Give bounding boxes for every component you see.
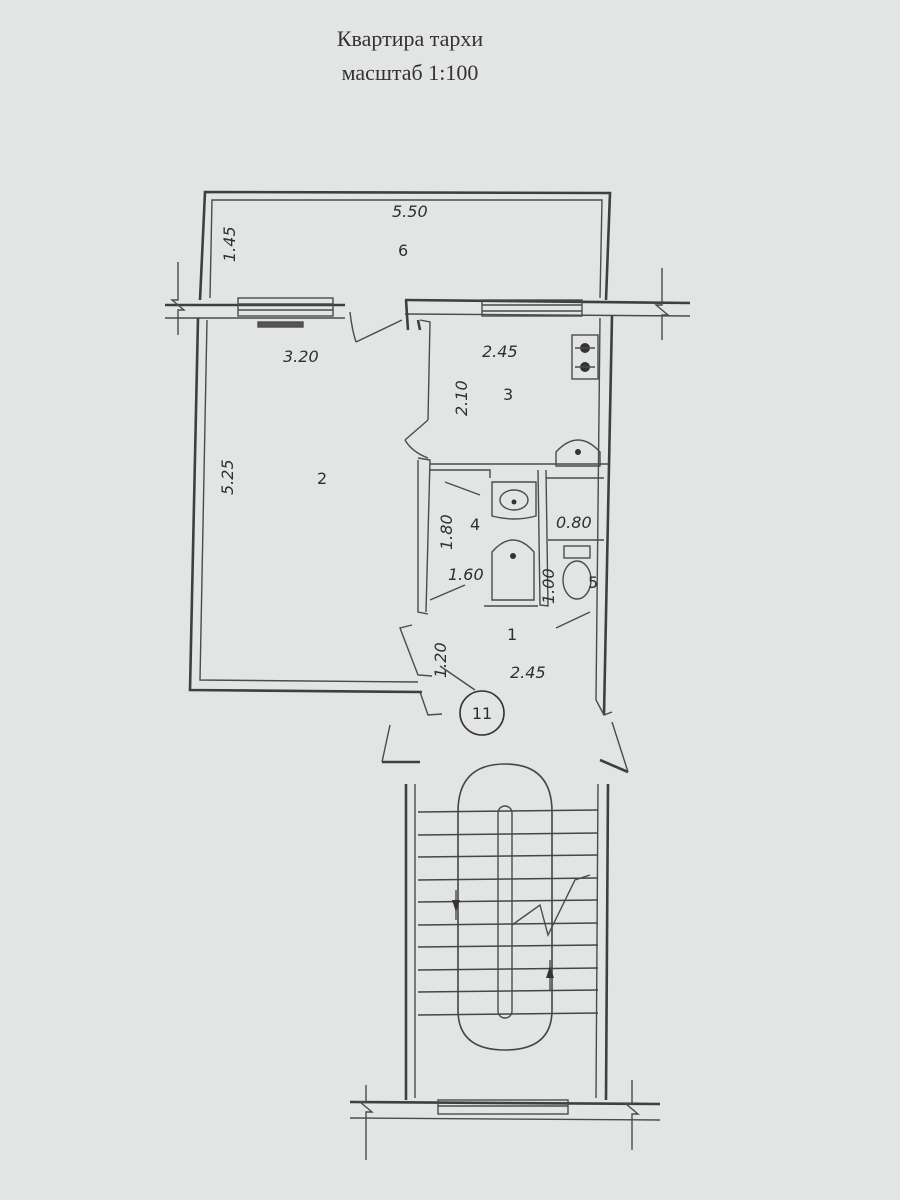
staircase xyxy=(381,721,629,1101)
room-1-depth: 1.20 xyxy=(431,642,450,678)
interior-partitions xyxy=(417,319,610,716)
plan-scale: масштаб 1:100 xyxy=(341,60,479,85)
room-2-width: 3.20 xyxy=(283,347,319,366)
stair-marker: 11 xyxy=(459,690,505,736)
room-5-number: 5 xyxy=(588,573,598,592)
door-room-5 xyxy=(555,611,591,629)
room-2-depth: 5.25 xyxy=(218,459,237,495)
room-2-walls xyxy=(188,299,423,694)
door-room-3 xyxy=(404,419,429,459)
stair-marker-label: 11 xyxy=(472,704,492,723)
kitchen-sink-icon xyxy=(555,439,601,467)
balcony-outline xyxy=(198,190,612,301)
window-room-3 xyxy=(481,299,583,317)
toilet-icon xyxy=(562,545,592,600)
room-5-depth: 1.00 xyxy=(539,568,558,604)
room-2-number: 2 xyxy=(317,469,327,488)
exterior-wall-bottom xyxy=(349,1080,661,1160)
room-6-number: 6 xyxy=(398,241,408,260)
plan-title: Квартира тархи xyxy=(336,26,484,51)
right-wall xyxy=(595,315,614,716)
stove-icon xyxy=(571,334,599,380)
room-1-number: 1 xyxy=(507,625,517,644)
room-3-depth: 2.10 xyxy=(452,380,471,416)
bathroom-sink-icon xyxy=(491,481,537,520)
room-1-width: 2.45 xyxy=(510,663,546,682)
room-5-width: 0.80 xyxy=(556,513,592,532)
room-3-number: 3 xyxy=(503,385,513,404)
room-4-number: 4 xyxy=(470,515,480,534)
entrance-door xyxy=(399,624,476,691)
door-room-4 xyxy=(429,481,481,601)
room-4-depth: 1.80 xyxy=(437,514,456,550)
shower-tray-icon xyxy=(491,539,535,601)
exterior-wall-top xyxy=(165,262,691,340)
room-3-width: 2.45 xyxy=(482,342,518,361)
stair-treads xyxy=(417,809,599,1016)
window-room-2 xyxy=(237,297,334,328)
balcony-door xyxy=(349,311,403,343)
room-6-width: 5.50 xyxy=(392,202,428,221)
room-4-width: 1.60 xyxy=(448,565,484,584)
room-6-depth: 1.45 xyxy=(220,226,239,262)
